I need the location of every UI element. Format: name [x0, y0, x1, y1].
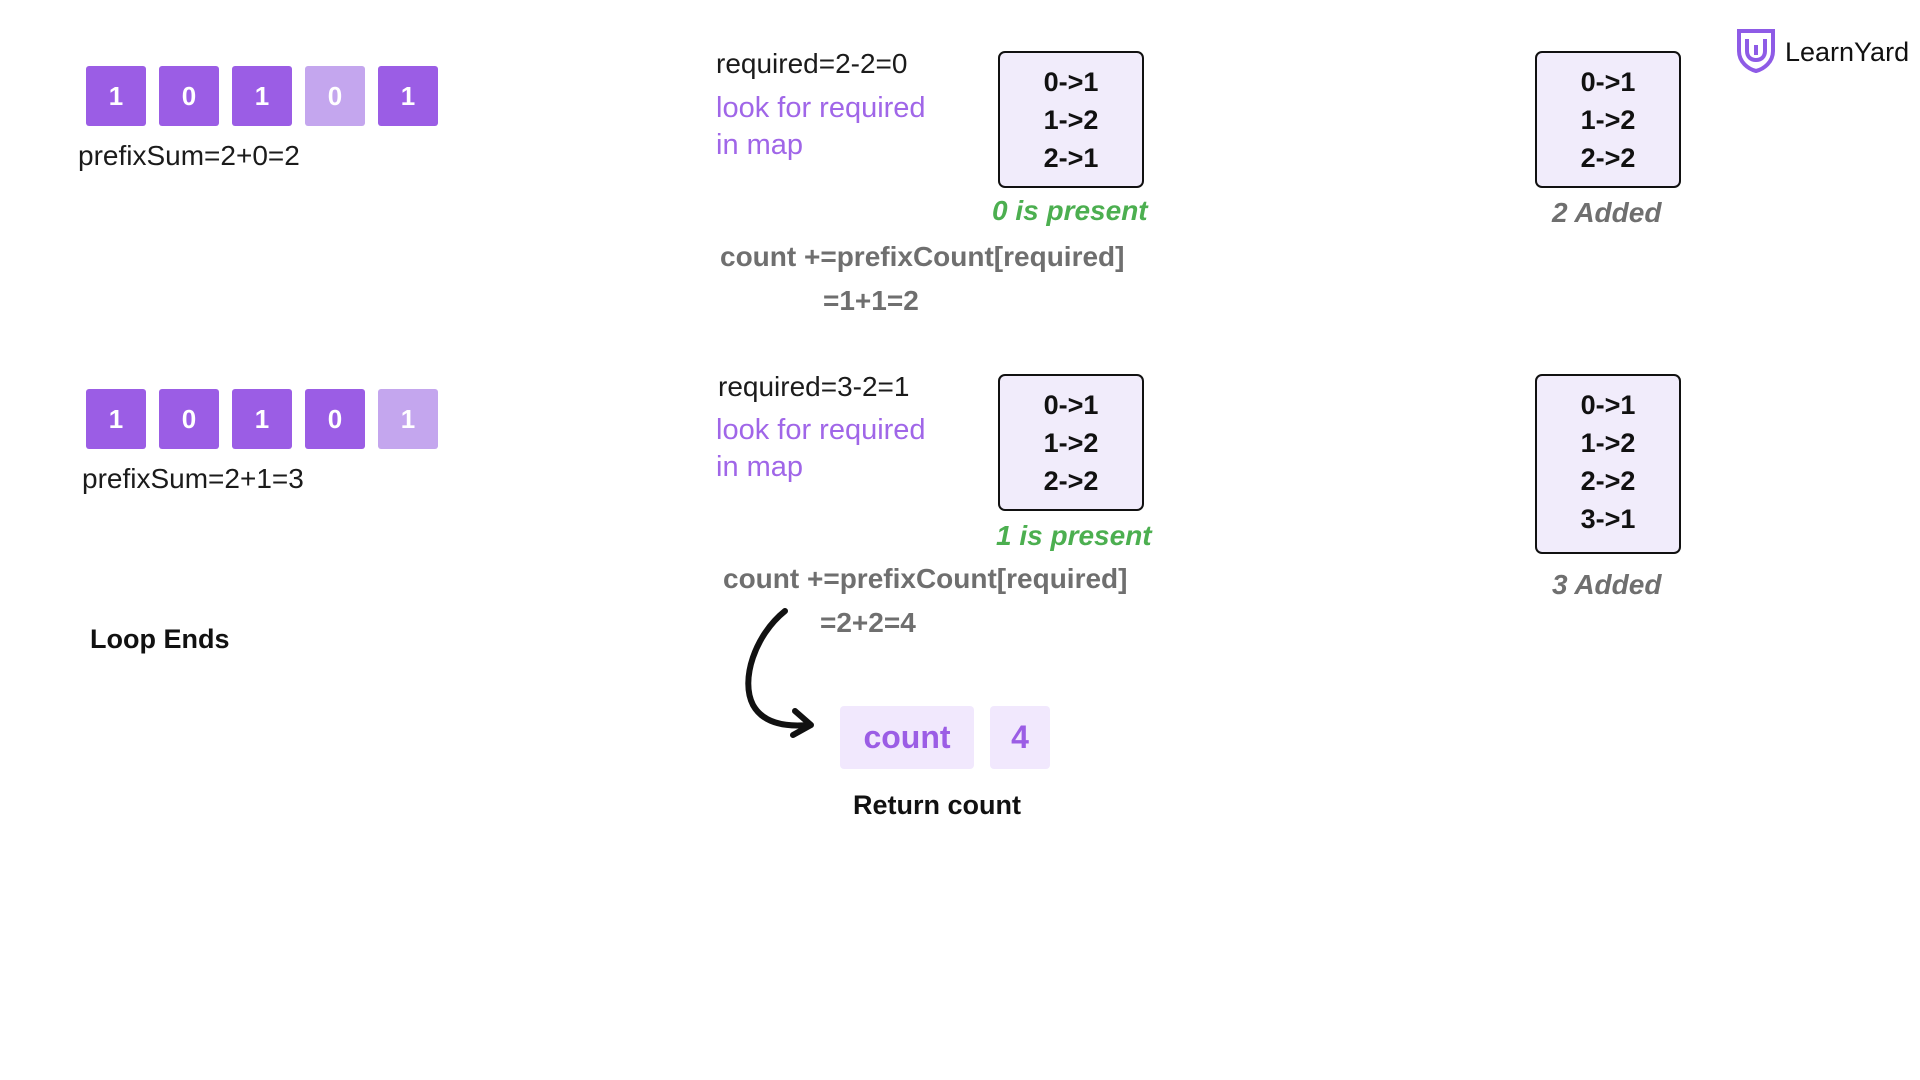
array-cell: 0	[305, 389, 365, 449]
map-entry: 0->1	[1580, 390, 1636, 420]
map-before-step1: 0->1 1->2 2->1	[998, 51, 1144, 188]
required-step1: required=2-2=0	[716, 48, 908, 79]
array-cell-current: 1	[378, 389, 438, 449]
added-note-step1: 2 Added	[1552, 197, 1662, 228]
map-entry: 0->1	[1043, 390, 1099, 420]
map-entry: 3->1	[1580, 504, 1636, 534]
map-entry: 2->2	[1580, 466, 1636, 496]
map-before-step2: 0->1 1->2 2->2	[998, 374, 1144, 511]
present-note-step1: 0 is present	[992, 195, 1148, 226]
map-entry: 1->2	[1043, 105, 1099, 135]
look-line1: look for required	[716, 92, 926, 124]
added-note-step2: 3 Added	[1552, 569, 1662, 600]
array-cell: 1	[232, 66, 292, 126]
array-cell: 0	[159, 389, 219, 449]
learnyard-logo: LearnYard	[1735, 27, 1909, 78]
return-count-caption: Return count	[853, 790, 1021, 820]
array-cell: 1	[86, 66, 146, 126]
shield-logo-icon	[1735, 27, 1777, 78]
count-value-box: 4	[990, 706, 1050, 769]
array-step2: 1 0 1 0 1	[86, 389, 438, 449]
curved-arrow-icon	[745, 608, 814, 738]
map-entry: 0->1	[1580, 67, 1636, 97]
prefix-sum-step2: prefixSum=2+1=3	[82, 463, 304, 494]
count-result-step2: =2+2=4	[820, 607, 916, 638]
map-entry: 2->2	[1580, 143, 1636, 173]
map-entry: 0->1	[1043, 67, 1099, 97]
array-cell: 1	[86, 389, 146, 449]
count-update-step2: count +=prefixCount[required]	[723, 563, 1128, 594]
required-step2: required=3-2=1	[718, 371, 910, 402]
count-label-box: count	[840, 706, 974, 769]
present-note-step2: 1 is present	[996, 520, 1152, 551]
look-for-required-step2: look for required in map	[716, 412, 926, 486]
map-entry: 1->2	[1580, 428, 1636, 458]
map-entry: 1->2	[1043, 428, 1099, 458]
logo-text: LearnYard	[1785, 37, 1910, 67]
map-entry: 2->2	[1043, 466, 1099, 496]
look-line2: in map	[716, 129, 804, 161]
count-result-step1: =1+1=2	[823, 285, 919, 316]
look-line2: in map	[716, 451, 804, 483]
prefix-sum-step1: prefixSum=2+0=2	[78, 140, 300, 171]
map-after-step1: 0->1 1->2 2->2	[1535, 51, 1681, 188]
count-update-step1: count +=prefixCount[required]	[720, 241, 1125, 272]
array-step1: 1 0 1 0 1	[86, 66, 438, 126]
array-cell: 0	[159, 66, 219, 126]
loop-ends-label: Loop Ends	[90, 624, 230, 654]
map-after-step2: 0->1 1->2 2->2 3->1	[1535, 374, 1681, 554]
look-line1: look for required	[716, 414, 926, 446]
array-cell: 1	[378, 66, 438, 126]
look-for-required-step1: look for required in map	[716, 90, 926, 164]
map-entry: 1->2	[1580, 105, 1636, 135]
map-entry: 2->1	[1043, 143, 1099, 173]
array-cell-current: 0	[305, 66, 365, 126]
array-cell: 1	[232, 389, 292, 449]
